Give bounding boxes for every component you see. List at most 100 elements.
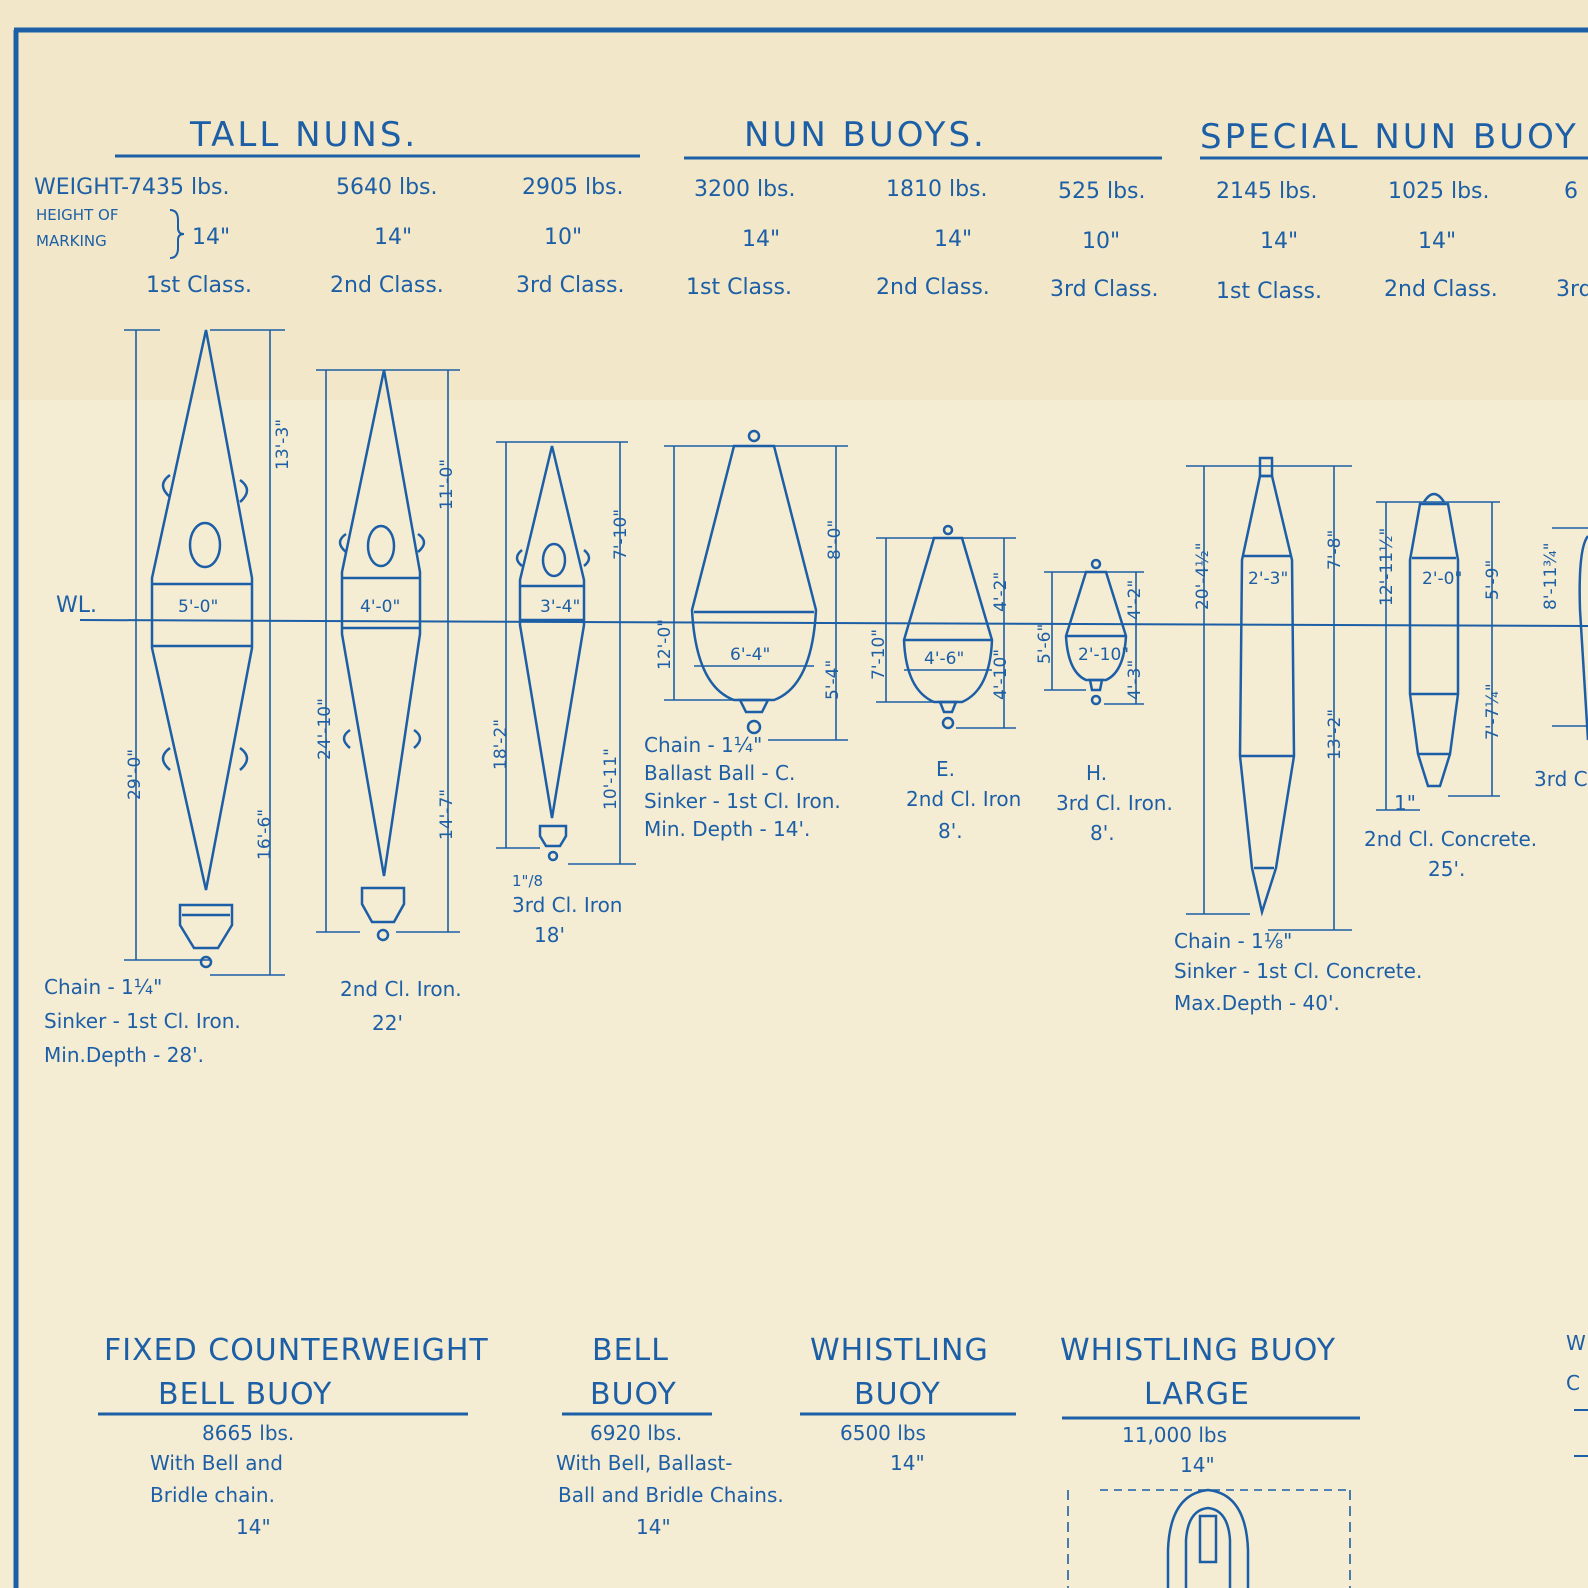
nun-buoy-2nd-class [876, 524, 1016, 730]
lower-title: C [1566, 1371, 1580, 1395]
lower-detail: 8665 lbs. [202, 1421, 294, 1445]
height-below-label: 10'-11" [601, 748, 621, 810]
marking-row: 14" 14" 10" 14" 14" 10" 14" 14" [192, 225, 1456, 254]
note-text: Sinker - 1st Cl. Concrete. [1174, 959, 1422, 983]
note-text: Max.Depth - 40'. [1174, 991, 1340, 1015]
lower-buoy-group: FIXED COUNTERWEIGHT BELL BUOY 8665 lbs. … [98, 1331, 1586, 1539]
total-length-label: 20'-4½" [1193, 542, 1213, 610]
class-value: 1st Class. [146, 273, 252, 298]
tall-nun-3rd-class [496, 441, 636, 865]
label-height-marking-1: HEIGHT OF [36, 206, 118, 224]
class-value: 2nd Class. [330, 273, 444, 298]
lower-detail: 11,000 lbs [1122, 1423, 1227, 1447]
marking-value: 14" [934, 227, 972, 252]
water-line [79, 619, 1588, 627]
weight-value: 525 lbs. [1058, 179, 1146, 204]
class-value: 2nd Class. [1384, 277, 1498, 302]
height-above-label: 8'-11¾" [1541, 542, 1561, 610]
height-below-label: 4'-3" [1125, 660, 1145, 700]
lower-detail: 14" [236, 1515, 271, 1539]
weight-value: 3200 lbs. [694, 177, 796, 202]
note-text: 25'. [1428, 857, 1465, 881]
note-text: 3rd Cl [1534, 767, 1588, 791]
class-value: 3rd [1556, 277, 1588, 302]
lower-detail: With Bell and [150, 1451, 283, 1475]
height-below-label: 16'-6" [255, 809, 275, 860]
beam-label: 5'-0" [178, 597, 218, 617]
beam-label: 4'-0" [360, 597, 400, 617]
note-text: 2nd Cl. Iron. [340, 977, 462, 1001]
note-text: Ballast Ball - C. [644, 761, 795, 785]
height-below-label: 13'-2" [1325, 709, 1345, 760]
weight-value: 1810 lbs. [886, 177, 988, 202]
lower-title: LARGE [1144, 1377, 1250, 1412]
sheet-border [13, 27, 1588, 1588]
total-length-label: 7'-10" [869, 629, 889, 680]
note-text: Sinker - 1st Cl. Iron. [44, 1009, 241, 1033]
special-nun-1st-class [1186, 456, 1352, 931]
beam-label: 2'-0" [1422, 569, 1462, 589]
lower-detail: 14" [1180, 1453, 1215, 1477]
beam-label: 3'-4" [540, 597, 580, 617]
height-above-label: 13'-3" [273, 419, 293, 470]
lower-detail: Ball and Bridle Chains. [558, 1483, 784, 1507]
height-above-label: 7'-10" [611, 509, 631, 560]
class-value: 3rd Class. [516, 273, 625, 298]
total-length-label: 29'-0" [125, 749, 145, 800]
height-above-label: 7'-8" [1325, 530, 1345, 570]
note-text: E. [936, 757, 955, 781]
lower-title: WHISTLING BUOY [1060, 1333, 1336, 1368]
height-below-label: 14'-7" [437, 789, 457, 840]
beam-label: 2'-3" [1248, 569, 1288, 589]
lower-detail: Bridle chain. [150, 1483, 275, 1507]
class-value: 1st Class. [1216, 279, 1322, 304]
class-value: 3rd Class. [1050, 277, 1159, 302]
weight-value: 2145 lbs. [1216, 179, 1318, 204]
height-below-label: 7'-7¼" [1483, 683, 1503, 740]
marking-value: 14" [192, 225, 230, 250]
heading-nun-buoys: NUN BUOYS. [744, 115, 987, 155]
lower-detail: 14" [890, 1451, 925, 1475]
note-text: 1" [1394, 791, 1416, 815]
right-edge-fragments [1574, 1409, 1588, 1457]
height-above-label: 4'-2" [991, 572, 1011, 612]
note-text: Chain - 1⅛" [1174, 929, 1292, 953]
total-length-label: 18'-2" [491, 719, 511, 770]
weight-value: 7435 lbs. [128, 175, 230, 200]
special-nun-3rd-class [1552, 527, 1588, 741]
note-text: 3rd Cl. Iron [512, 893, 622, 917]
weight-value: 1025 lbs. [1388, 179, 1490, 204]
whistling-buoy-large-drawing [1067, 1488, 1351, 1588]
heading-special-nun: SPECIAL NUN BUOY [1200, 117, 1579, 157]
special-nun-2nd-class [1376, 492, 1500, 811]
nun-buoy-1st-class [664, 429, 848, 741]
marking-value: 14" [1418, 229, 1456, 254]
beam-label: 6'-4" [730, 645, 770, 665]
weight-value: 5640 lbs. [336, 175, 438, 200]
note-text: Chain - 1¼" [44, 975, 162, 999]
lower-detail: 14" [636, 1515, 671, 1539]
height-below-label: 4'-10" [991, 649, 1011, 700]
nun-buoy-3rd-class [1044, 558, 1144, 706]
note-text: 18' [534, 923, 565, 947]
note-text: Chain - 1¼" [644, 733, 762, 757]
heading-tall-nuns: TALL NUNS. [189, 115, 418, 155]
lower-title: W [1566, 1331, 1586, 1355]
total-length-label: 5'-6" [1035, 624, 1055, 664]
total-length-label: 12'-0" [655, 619, 675, 670]
tall-nun-2nd-class [316, 369, 460, 942]
label-wl: WL. [56, 593, 97, 618]
class-row: 1st Class. 2nd Class. 3rd Class. 1st Cla… [146, 273, 1588, 304]
lower-detail: 6500 lbs [840, 1421, 926, 1445]
lower-title: WHISTLING [810, 1333, 989, 1368]
height-above-label: 5'-9" [1483, 560, 1503, 600]
lower-title: BUOY [590, 1377, 677, 1412]
tall-nun-1st-class [124, 329, 285, 976]
label-height-marking-2: MARKING [36, 232, 107, 250]
weight-value: 6 [1564, 179, 1578, 204]
total-length-label: 24'-10" [315, 698, 335, 760]
class-value: 1st Class. [686, 275, 792, 300]
class-value: 2nd Class. [876, 275, 990, 300]
note-text: 22' [372, 1011, 403, 1035]
